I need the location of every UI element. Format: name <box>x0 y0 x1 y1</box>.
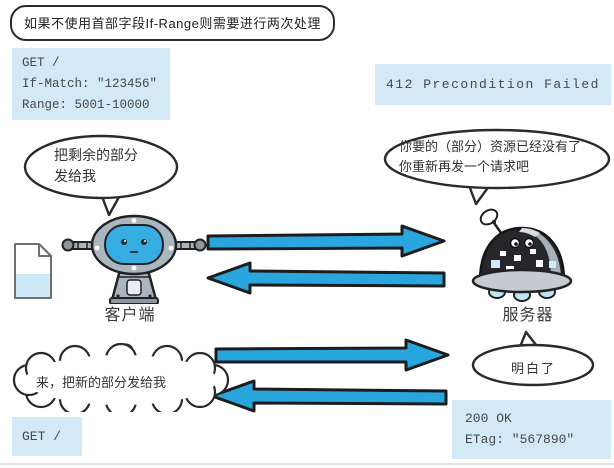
request-message-1: GET / If-Match: "123456" Range: 5001-100… <box>12 48 170 120</box>
bubble-line: 来，把新的部分发给我 <box>36 375 167 390</box>
client-robot-icon <box>60 212 208 304</box>
bubble-line: 发给我 <box>54 168 96 184</box>
page-bottom-rule <box>0 463 614 465</box>
request-line: GET / <box>22 56 60 70</box>
speech-bubble-shape <box>471 330 595 387</box>
request-line: Range: 5001-10000 <box>22 98 150 112</box>
server-speech-bubble-2: 明白了 <box>470 330 597 388</box>
server-label: 服务器 <box>502 307 554 324</box>
response-message-412: 412 Precondition Failed <box>375 64 611 105</box>
request-message-2: GET / <box>12 417 82 456</box>
bubble-line: 你重新再发一个请求吧 <box>399 159 530 174</box>
server-robot-icon <box>463 203 581 303</box>
client-speech-bubble-1: 把剩余的部分 发给我 <box>20 133 182 217</box>
response-line: ETag: "567890" <box>465 432 575 447</box>
client-speech-bubble-2: 来，把新的部分发给我 <box>10 340 232 412</box>
arrow-right-icon <box>212 337 452 373</box>
server-speech-bubble-1: 你要的（部分）资源已经没有了 你重新再发一个请求吧 <box>383 128 612 206</box>
client-label: 客户端 <box>104 307 156 324</box>
partial-document-icon <box>13 242 53 300</box>
bubble-line: 你要的（部分）资源已经没有了 <box>399 139 582 154</box>
bubble-line: 把剩余的部分 <box>54 147 138 163</box>
response-line: 200 OK <box>465 411 512 426</box>
response-message-200: 200 OK ETag: "567890" <box>452 400 611 459</box>
cloud-bubble-shape <box>12 342 230 412</box>
request-line: If-Match: "123456" <box>22 77 158 91</box>
arrow-right-icon <box>204 223 448 259</box>
speech-bubble-shape <box>23 134 179 217</box>
bubble-line: 明白了 <box>510 361 556 376</box>
arrow-left-icon <box>206 260 448 296</box>
arrow-left-icon <box>210 378 450 414</box>
speech-bubble-shape <box>383 128 611 206</box>
diagram-title: 如果不使用首部字段If-Range则需要进行两次处理 <box>10 5 335 41</box>
